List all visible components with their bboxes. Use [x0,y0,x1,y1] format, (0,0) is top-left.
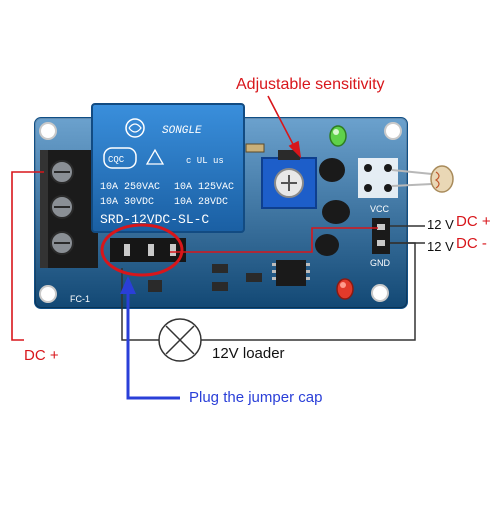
voltage-top-label: 12 V [427,217,454,232]
relay-component: SONGLE CQC c UL us 10A 250VAC 10A 125VAC… [91,103,245,233]
red-led [336,278,354,300]
smd-part-4 [148,280,162,292]
songle-logo [125,118,145,138]
jumper-header [110,238,186,262]
smd-part-1 [212,264,228,273]
relay-spec-1b: 10A 125VAC [174,182,234,193]
relay-spec-1a: 10A 250VAC [100,182,160,193]
relay-model: SRD-12VDC-SL-C [100,212,209,227]
sensitivity-label: Adjustable sensitivity [236,76,385,93]
screw-terminal [40,150,98,268]
smd-part-2 [212,282,228,291]
green-led [329,125,347,147]
jumper-label: Plug the jumper cap [189,389,323,406]
jumper-arrow [120,276,180,400]
wiring-red [11,95,378,341]
jumper-highlight [100,223,184,277]
smd-part-3 [246,273,262,282]
vcc-label: VCC [370,204,390,214]
smd-resistor [278,150,300,160]
dc-plus-left-label: DC + [24,347,59,364]
loader-label: 12V loader [212,345,285,362]
ul-mark: c UL us [186,156,224,166]
sensor-pin-header [358,158,398,198]
resistor [245,143,265,153]
relay-brand: SONGLE [162,125,202,137]
transistor-2 [322,200,350,224]
relay-spec-2b: 10A 28VDC [174,197,228,208]
board-label: FC-1 [70,294,90,304]
capacitor [315,234,339,256]
potentiometer [261,157,317,209]
photoresistor [391,165,454,193]
transistor [319,158,345,182]
cqc-mark: CQC [108,155,125,165]
gnd-label: GND [370,258,391,268]
dc-plus-right-label: DC + [456,213,491,230]
dc-minus-right-label: DC - [456,235,487,252]
relay-spec-2a: 10A 30VDC [100,197,154,208]
voltage-bottom-label: 12 V [427,239,454,254]
lamp-symbol [158,318,202,362]
ic-chip [272,260,310,286]
power-header: VCC GND [370,204,391,268]
